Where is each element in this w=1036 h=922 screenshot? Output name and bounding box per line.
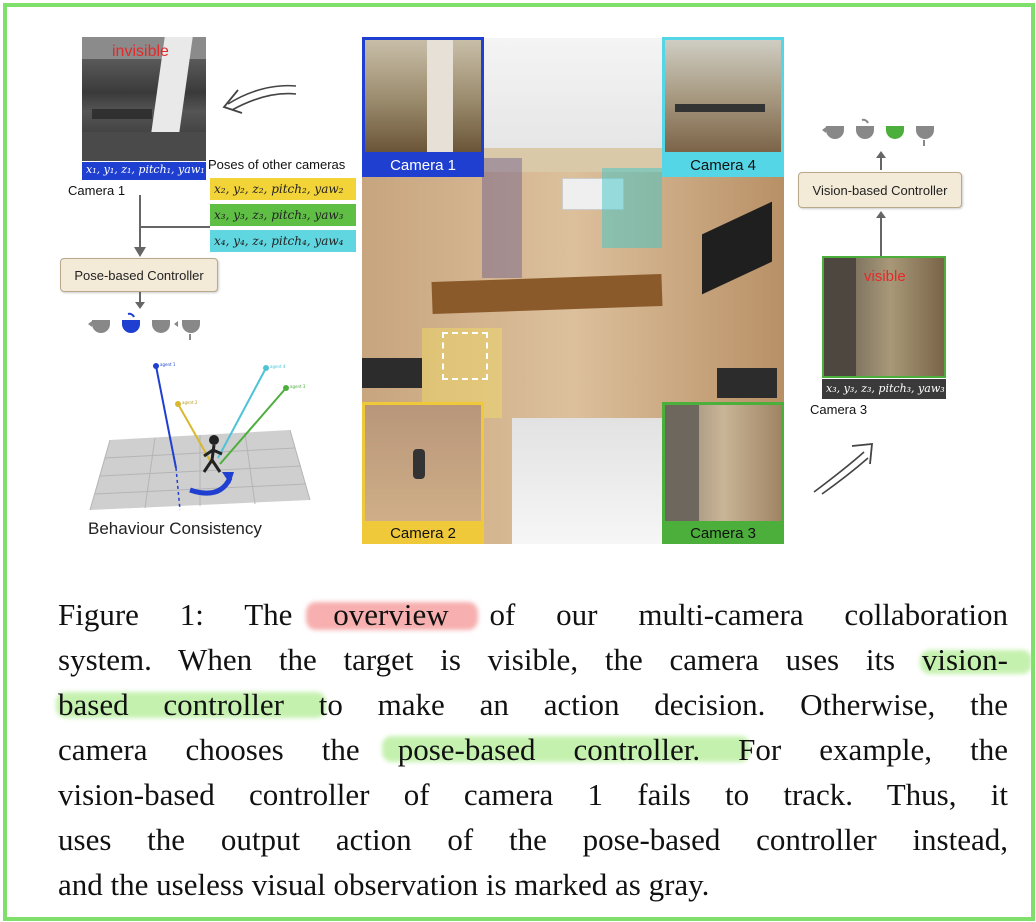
highlight-pose-controller (382, 736, 750, 762)
behaviour-consistency-diagram: agent 1 agent 2 agent 3 agent 4 (89, 362, 311, 511)
agent4-label: agent 4 (270, 364, 286, 369)
highlight-based-controller (56, 692, 326, 718)
invisible-label: invisible (112, 43, 169, 60)
caption-line-4: camera chooses the pose-based controller… (58, 732, 1008, 767)
pose-camera3: x₃, y₃, z₃, pitch₃, yaw₃ (210, 204, 356, 226)
camera4-label: Camera 4 (662, 155, 784, 177)
camera3-pose-strip: x₃, y₃, z₃, pitch₃, yaw₃ (822, 379, 946, 399)
vision-based-controller-box: Vision-based Controller (798, 172, 962, 208)
figure-caption: Figure 1: The overview of our multi-came… (58, 592, 1008, 907)
up-arrow-icon-2 (876, 211, 886, 256)
caption-line-5: vision-based controller of camera 1 fail… (58, 777, 1008, 812)
highlight-overview (306, 602, 478, 630)
pose-camera2: x₂, y₂, z₂, pitch₂, yaw₂ (210, 178, 356, 200)
agent3-label: agent 3 (290, 384, 306, 389)
camera1-label: Camera 1 (362, 155, 484, 177)
pose-camera4: x₄, y₄, z₄, pitch₄, yaw₄ (210, 230, 356, 252)
highlight-vision (920, 650, 1032, 674)
poses-title: Poses of other cameras (208, 157, 346, 172)
camera3-visible-observation: visible (822, 256, 946, 378)
behaviour-consistency-label: Behaviour Consistency (88, 519, 262, 538)
camera2-label: Camera 2 (362, 524, 484, 544)
down-arrow-icon (135, 292, 145, 309)
pose-based-controller-box: Pose-based Controller (60, 258, 218, 292)
caption-line-3: based controller to make an action decis… (58, 687, 1008, 722)
caption-line-2: system. When the target is visible, the … (58, 642, 1008, 677)
agent2-label: agent 2 (182, 400, 198, 405)
camera1-pose-strip: x₁, y₁, z₁, pitch₁, yaw₁ (82, 162, 206, 180)
hand-arrow-up-icon (813, 442, 874, 495)
camera2-view (362, 402, 484, 524)
action-icons-vision (822, 118, 934, 146)
camera1-gray-observation: invisible (82, 37, 206, 161)
agent1-label: agent 1 (160, 362, 176, 367)
caption-line-6: uses the output action of the pose-based… (58, 822, 1008, 857)
action-icons-pose (88, 312, 200, 340)
connector-lines (134, 195, 210, 257)
visible-label: visible (864, 268, 906, 285)
camera1-left-label: Camera 1 (68, 183, 126, 198)
up-arrow-icon (876, 151, 886, 170)
camera1-view (362, 37, 484, 155)
camera3-view (662, 402, 784, 524)
caption-line-1: Figure 1: The overview of our multi-came… (58, 597, 1008, 632)
caption-line-7: and the useless visual observation is ma… (58, 867, 710, 902)
camera4-view (662, 37, 784, 155)
camera3-right-label: Camera 3 (810, 402, 868, 417)
hand-arrow-left-icon (222, 84, 297, 114)
camera3-label: Camera 3 (662, 524, 784, 544)
